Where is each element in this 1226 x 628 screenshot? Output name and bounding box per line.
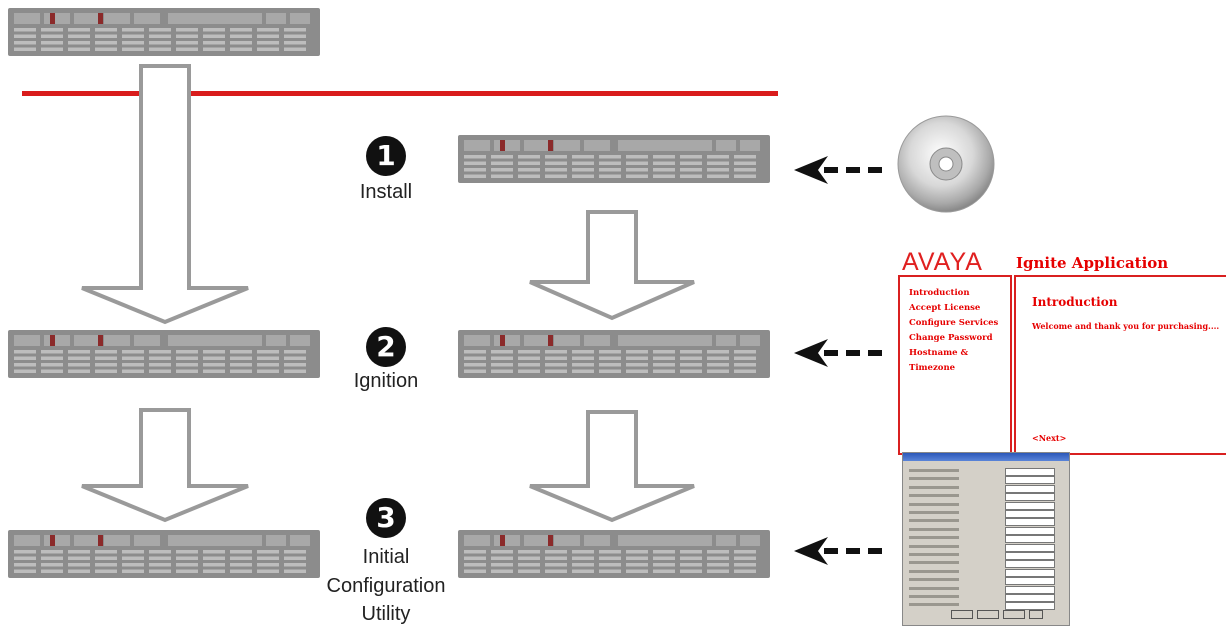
step-3-label-line-2: Configuration <box>326 575 446 597</box>
dialog-field-input[interactable] <box>1005 560 1055 569</box>
dialog-titlebar <box>903 453 1069 461</box>
dialog-field-input[interactable] <box>1005 484 1055 493</box>
dialog-field-label <box>909 494 959 498</box>
next-link[interactable]: <Next> <box>1032 433 1067 443</box>
dialog-button[interactable] <box>977 610 999 619</box>
dialog-field-label <box>909 553 959 556</box>
dialog-field-label <box>909 511 959 514</box>
dialog-field-input[interactable] <box>1005 501 1055 510</box>
server-unit <box>458 135 770 183</box>
dialog-field-input[interactable] <box>1005 568 1055 577</box>
server-unit <box>8 8 320 56</box>
step-3-label-line-1: Initial <box>362 546 410 568</box>
dialog-field-label <box>909 527 959 531</box>
dialog-field-input[interactable] <box>1005 602 1055 611</box>
dialog-field-input[interactable] <box>1005 476 1055 485</box>
dialog-field-label <box>909 603 959 607</box>
hollow-down-arrow <box>81 64 249 325</box>
step-1-label: Install <box>359 181 413 203</box>
hollow-down-arrow <box>81 408 249 523</box>
dialog-button[interactable] <box>951 610 973 619</box>
ignite-content-panel: Introduction Welcome and thank you for p… <box>1014 275 1226 455</box>
dialog-field-label <box>909 477 959 481</box>
ignite-menu-panel: Introduction Accept License Configure Se… <box>898 275 1012 455</box>
server-unit <box>8 330 320 378</box>
step-2-badge: 2 <box>366 327 406 367</box>
dashed-left-arrow <box>794 537 888 565</box>
step-1-badge: 1 <box>366 136 406 176</box>
server-unit <box>458 530 770 578</box>
menu-item-configure-services[interactable]: Configure Services <box>909 318 999 328</box>
dialog-field-label <box>909 502 959 506</box>
menu-item-accept-license[interactable]: Accept License <box>909 303 981 313</box>
dialog-field-input[interactable] <box>1005 585 1055 594</box>
dialog-field-input[interactable] <box>1005 493 1055 502</box>
server-unit <box>458 330 770 378</box>
dialog-field-label <box>909 561 959 565</box>
dialog-field-input[interactable] <box>1005 535 1055 544</box>
hollow-down-arrow <box>529 210 695 321</box>
dialog-button[interactable] <box>1003 610 1025 619</box>
dialog-field-input[interactable] <box>1005 552 1055 560</box>
config-utility-dialog <box>902 452 1070 626</box>
dialog-field-label <box>909 544 959 548</box>
dialog-field-input[interactable] <box>1005 510 1055 518</box>
menu-item-introduction[interactable]: Introduction <box>909 288 970 298</box>
step-3-label-line-3: Utility <box>361 603 411 625</box>
dialog-field-input[interactable] <box>1005 594 1055 602</box>
dialog-field-label <box>909 519 959 523</box>
step-3-badge: 3 <box>366 498 406 538</box>
dashed-left-arrow <box>794 339 888 367</box>
hollow-down-arrow <box>529 410 695 523</box>
menu-item-hostname-timezone[interactable]: Hostname & Timezone <box>909 348 969 373</box>
dialog-button[interactable] <box>1029 610 1043 619</box>
content-text: Welcome and thank you for purchasing.... <box>1032 321 1220 331</box>
dialog-field-input[interactable] <box>1005 468 1055 476</box>
dashed-left-arrow <box>794 156 888 184</box>
dialog-field-label <box>909 485 959 489</box>
dialog-field-input[interactable] <box>1005 577 1055 586</box>
menu-item-change-password[interactable]: Change Password <box>909 333 993 343</box>
dialog-field-label <box>909 469 959 472</box>
dialog-field-input[interactable] <box>1005 518 1055 527</box>
dialog-field-label <box>909 586 959 590</box>
content-heading: Introduction <box>1032 295 1118 309</box>
dialog-field-label <box>909 595 959 598</box>
cd-disc-icon <box>897 115 995 213</box>
avaya-logo: AVAYA <box>902 248 983 276</box>
dialog-field-label <box>909 569 959 573</box>
red-divider <box>22 91 778 96</box>
server-unit <box>8 530 320 578</box>
dialog-field-label <box>909 536 959 540</box>
dialog-field-label <box>909 578 959 582</box>
dialog-field-input[interactable] <box>1005 526 1055 535</box>
step-2-label: Ignition <box>353 370 419 392</box>
dialog-field-input[interactable] <box>1005 543 1055 552</box>
ignite-title: Ignite Application <box>1016 254 1169 272</box>
